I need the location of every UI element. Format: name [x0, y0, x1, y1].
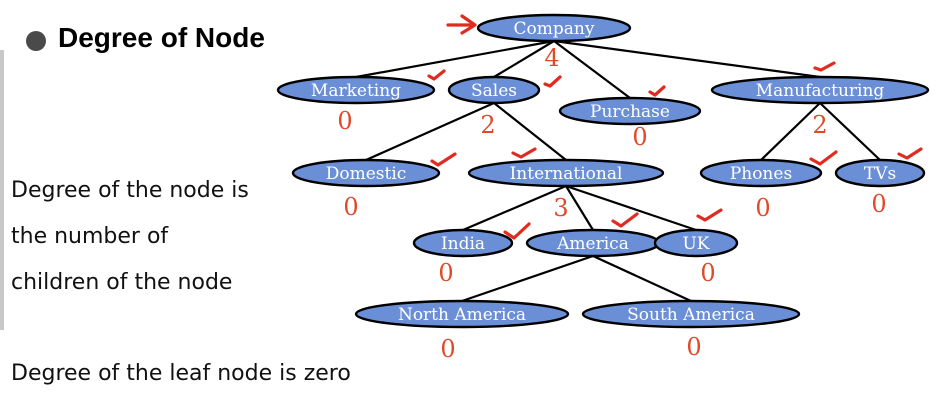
tree-node-north-america: [354, 299, 570, 329]
check-mark-icon: [503, 222, 531, 240]
tree-edge: [493, 102, 567, 161]
tree-node-international: [467, 158, 665, 188]
degree-value: 0: [871, 190, 886, 218]
degree-value: 0: [343, 193, 358, 221]
check-mark-icon: [511, 147, 537, 159]
tree-node-label: Company: [514, 19, 595, 39]
tree-node-label: Domestic: [326, 164, 407, 184]
tree-node-label: South America: [627, 305, 755, 325]
definition-line-2: the number of: [11, 224, 169, 249]
degree-value: 0: [440, 335, 455, 363]
tree-node-tvs: [834, 158, 926, 188]
check-mark-icon: [813, 61, 836, 72]
degree-value: 4: [544, 44, 559, 72]
tree-node-label: India: [441, 234, 485, 254]
definition-line-3: children of the node: [11, 270, 233, 295]
tree-edge: [592, 255, 692, 302]
degree-value: 0: [438, 259, 453, 287]
degree-value: 3: [553, 194, 568, 222]
tree-node-label: Marketing: [311, 81, 401, 101]
tree-node-marketing: [276, 75, 436, 105]
tree-edge: [355, 39, 555, 79]
root-arrow-icon: [446, 14, 477, 35]
slide-left-border: [0, 50, 4, 330]
tree-node-company: [476, 13, 632, 43]
tree-node-label: Phones: [730, 164, 792, 184]
bullet-icon: [26, 31, 46, 51]
tree-edge: [819, 102, 881, 161]
check-mark-icon: [809, 150, 838, 166]
tree-node-label: America: [556, 234, 629, 254]
degree-value: 0: [686, 333, 701, 361]
tree-node-purchase: [558, 96, 702, 126]
check-mark-icon: [611, 212, 639, 228]
leaf-degree-note: Degree of the leaf node is zero: [11, 361, 351, 386]
tree-edge: [462, 184, 567, 232]
definition-line-1: Degree of the node is: [11, 178, 249, 203]
degree-value: 2: [812, 111, 827, 139]
tree-node-label: Sales: [471, 81, 517, 101]
tree-node-label: Purchase: [590, 102, 670, 122]
check-mark-icon: [897, 147, 923, 160]
tree-node-sales: [447, 75, 541, 105]
tree-node-uk: [653, 228, 739, 258]
tree-edge: [553, 40, 631, 99]
check-mark-icon: [648, 85, 666, 97]
degree-value: 2: [480, 111, 495, 139]
check-mark-icon: [427, 69, 446, 81]
tree-edge: [365, 101, 495, 162]
check-mark-icon: [696, 208, 723, 222]
tree-node-label: North America: [398, 305, 526, 325]
tree-edge: [760, 102, 821, 161]
check-mark-icon: [543, 75, 562, 88]
tree-edge: [565, 185, 594, 231]
degree-value: 0: [337, 107, 352, 135]
tree-edge: [553, 39, 821, 79]
degree-value: 0: [632, 123, 647, 151]
tree-node-label: UK: [682, 234, 709, 254]
check-mark-icon: [430, 152, 457, 167]
degree-value: 0: [755, 194, 770, 222]
tree-node-domestic: [291, 158, 441, 188]
tree-node-label: Manufacturing: [756, 81, 885, 101]
degree-value: 0: [700, 259, 715, 287]
tree-edge: [565, 184, 697, 232]
tree-node-manufacturing: [710, 75, 930, 105]
tree-node-label: International: [510, 164, 623, 184]
tree-edge: [493, 40, 555, 78]
slide-heading: Degree of Node: [58, 22, 265, 53]
tree-node-phones: [699, 158, 823, 188]
tree-edge: [461, 254, 594, 303]
tree-node-south-america: [581, 299, 801, 329]
tree-node-india: [412, 228, 514, 258]
tree-node-label: TVs: [864, 164, 896, 184]
